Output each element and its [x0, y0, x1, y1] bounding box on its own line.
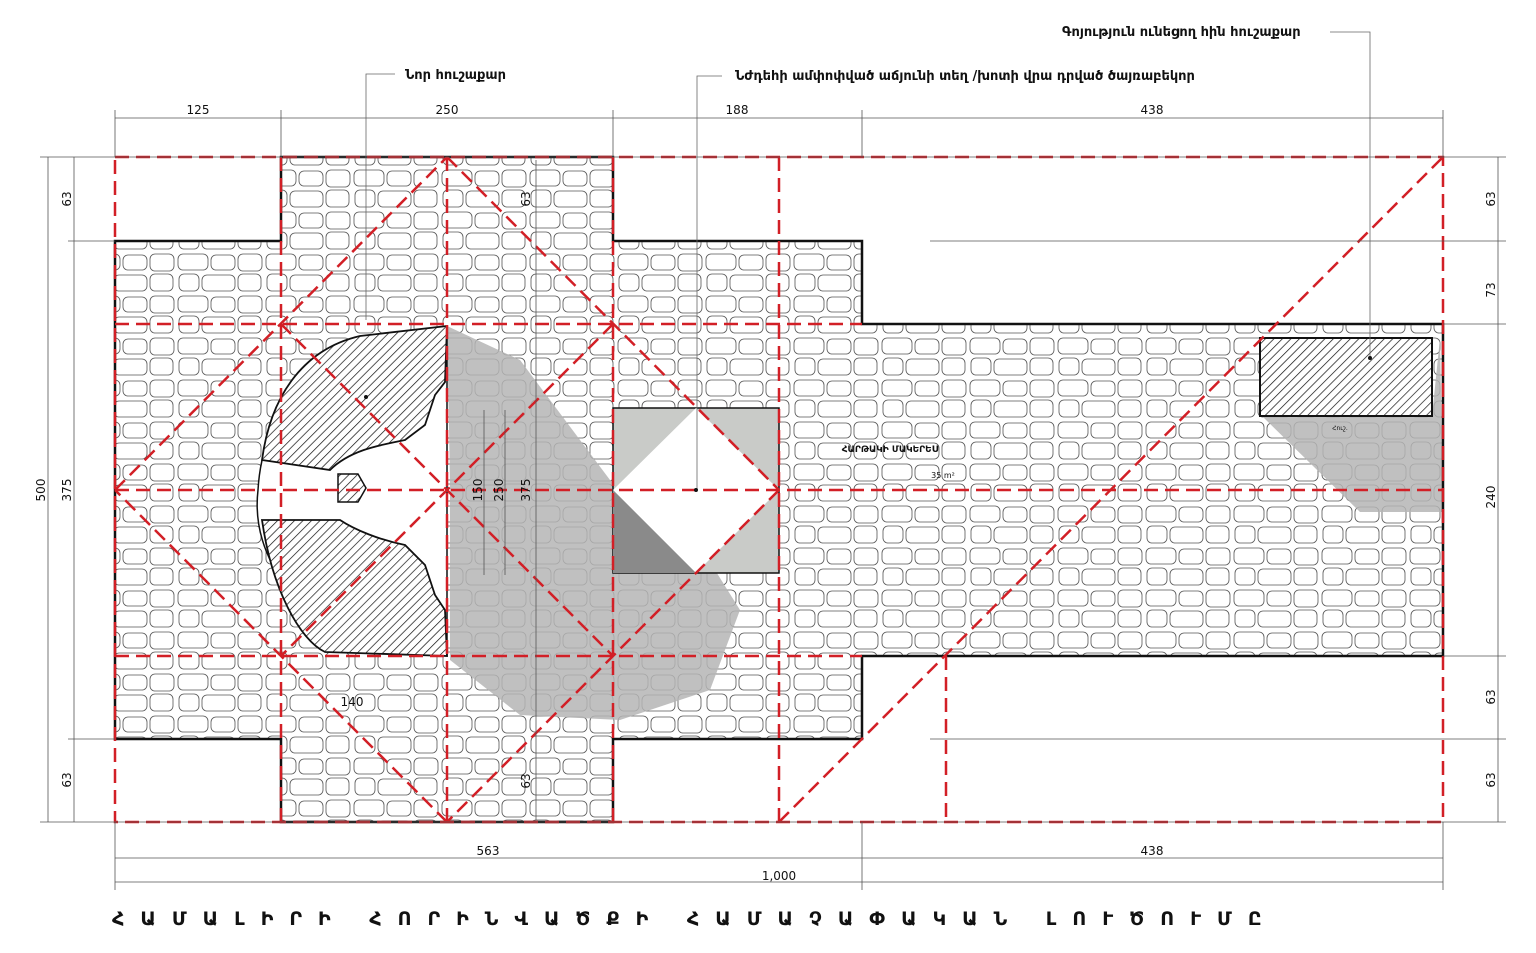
- dim-total: 1,000: [762, 869, 796, 883]
- monument-shadow: [447, 326, 740, 720]
- dim-right-73: 73: [1484, 282, 1498, 297]
- dimension-lines: [40, 110, 1506, 890]
- center-point-square: [694, 488, 698, 492]
- dim-top-188: 188: [726, 103, 749, 117]
- dim-inner-375: 375: [519, 479, 533, 502]
- label-square-area-name: ՀԱՐԹԱԿԻ ՄԱԿԵՐԵՍ: [842, 445, 939, 455]
- dim-top-125: 125: [187, 103, 210, 117]
- dim-inner-63-top: 63: [519, 191, 533, 206]
- dim-left-500: 500: [34, 479, 48, 502]
- drawing-title: ՀԱՄԱԼԻՐԻ ՀՈՐԻՆՎԱԾՔԻ ՀԱՄԱՉԱՓԱԿԱՆ ԼՈՒԾՈՒՄԸ: [112, 908, 1278, 930]
- dim-top-438: 438: [1141, 103, 1164, 117]
- dim-right-240: 240: [1484, 486, 1498, 509]
- dim-right-63-b: 63: [1484, 689, 1498, 704]
- dim-right-63-a: 63: [1484, 191, 1498, 206]
- dim-bottom-438: 438: [1141, 844, 1164, 858]
- center-point-monument: [364, 395, 368, 399]
- old-monument: [1259, 337, 1433, 417]
- label-paving-note: Նժդեհի ամփոփված աճյունի տեղ /խոտի վրա դր…: [735, 69, 1195, 84]
- central-square-shadow: [613, 490, 696, 573]
- label-small-monument-tag: Հուշ.: [1332, 425, 1348, 432]
- label-new-monument: Նոր հուշաքար: [405, 68, 506, 83]
- dim-left-63-top: 63: [60, 191, 74, 206]
- new-monument-bottom: [260, 519, 448, 657]
- dim-inner-140: 140: [341, 695, 364, 709]
- monument-post: [337, 473, 367, 503]
- dim-inner-150: 150: [471, 479, 485, 502]
- leader-lines: [365, 31, 1371, 490]
- new-monument-top: [260, 324, 448, 471]
- dim-inner-63-bottom: 63: [519, 773, 533, 788]
- label-square-area-value: 35 m²: [931, 471, 955, 480]
- dim-inner-250: 250: [492, 479, 506, 502]
- dim-left-375: 375: [60, 479, 74, 502]
- dim-right-63-c: 63: [1484, 772, 1498, 787]
- label-existing-monument: Գոյություն ունեցող հին հուշաքար: [1062, 25, 1301, 40]
- old-monument-shadow: [1262, 338, 1443, 512]
- center-point-old-monument: [1368, 356, 1372, 360]
- dim-bottom-563: 563: [477, 844, 500, 858]
- dim-left-63-bottom: 63: [60, 772, 74, 787]
- dim-top-250: 250: [436, 103, 459, 117]
